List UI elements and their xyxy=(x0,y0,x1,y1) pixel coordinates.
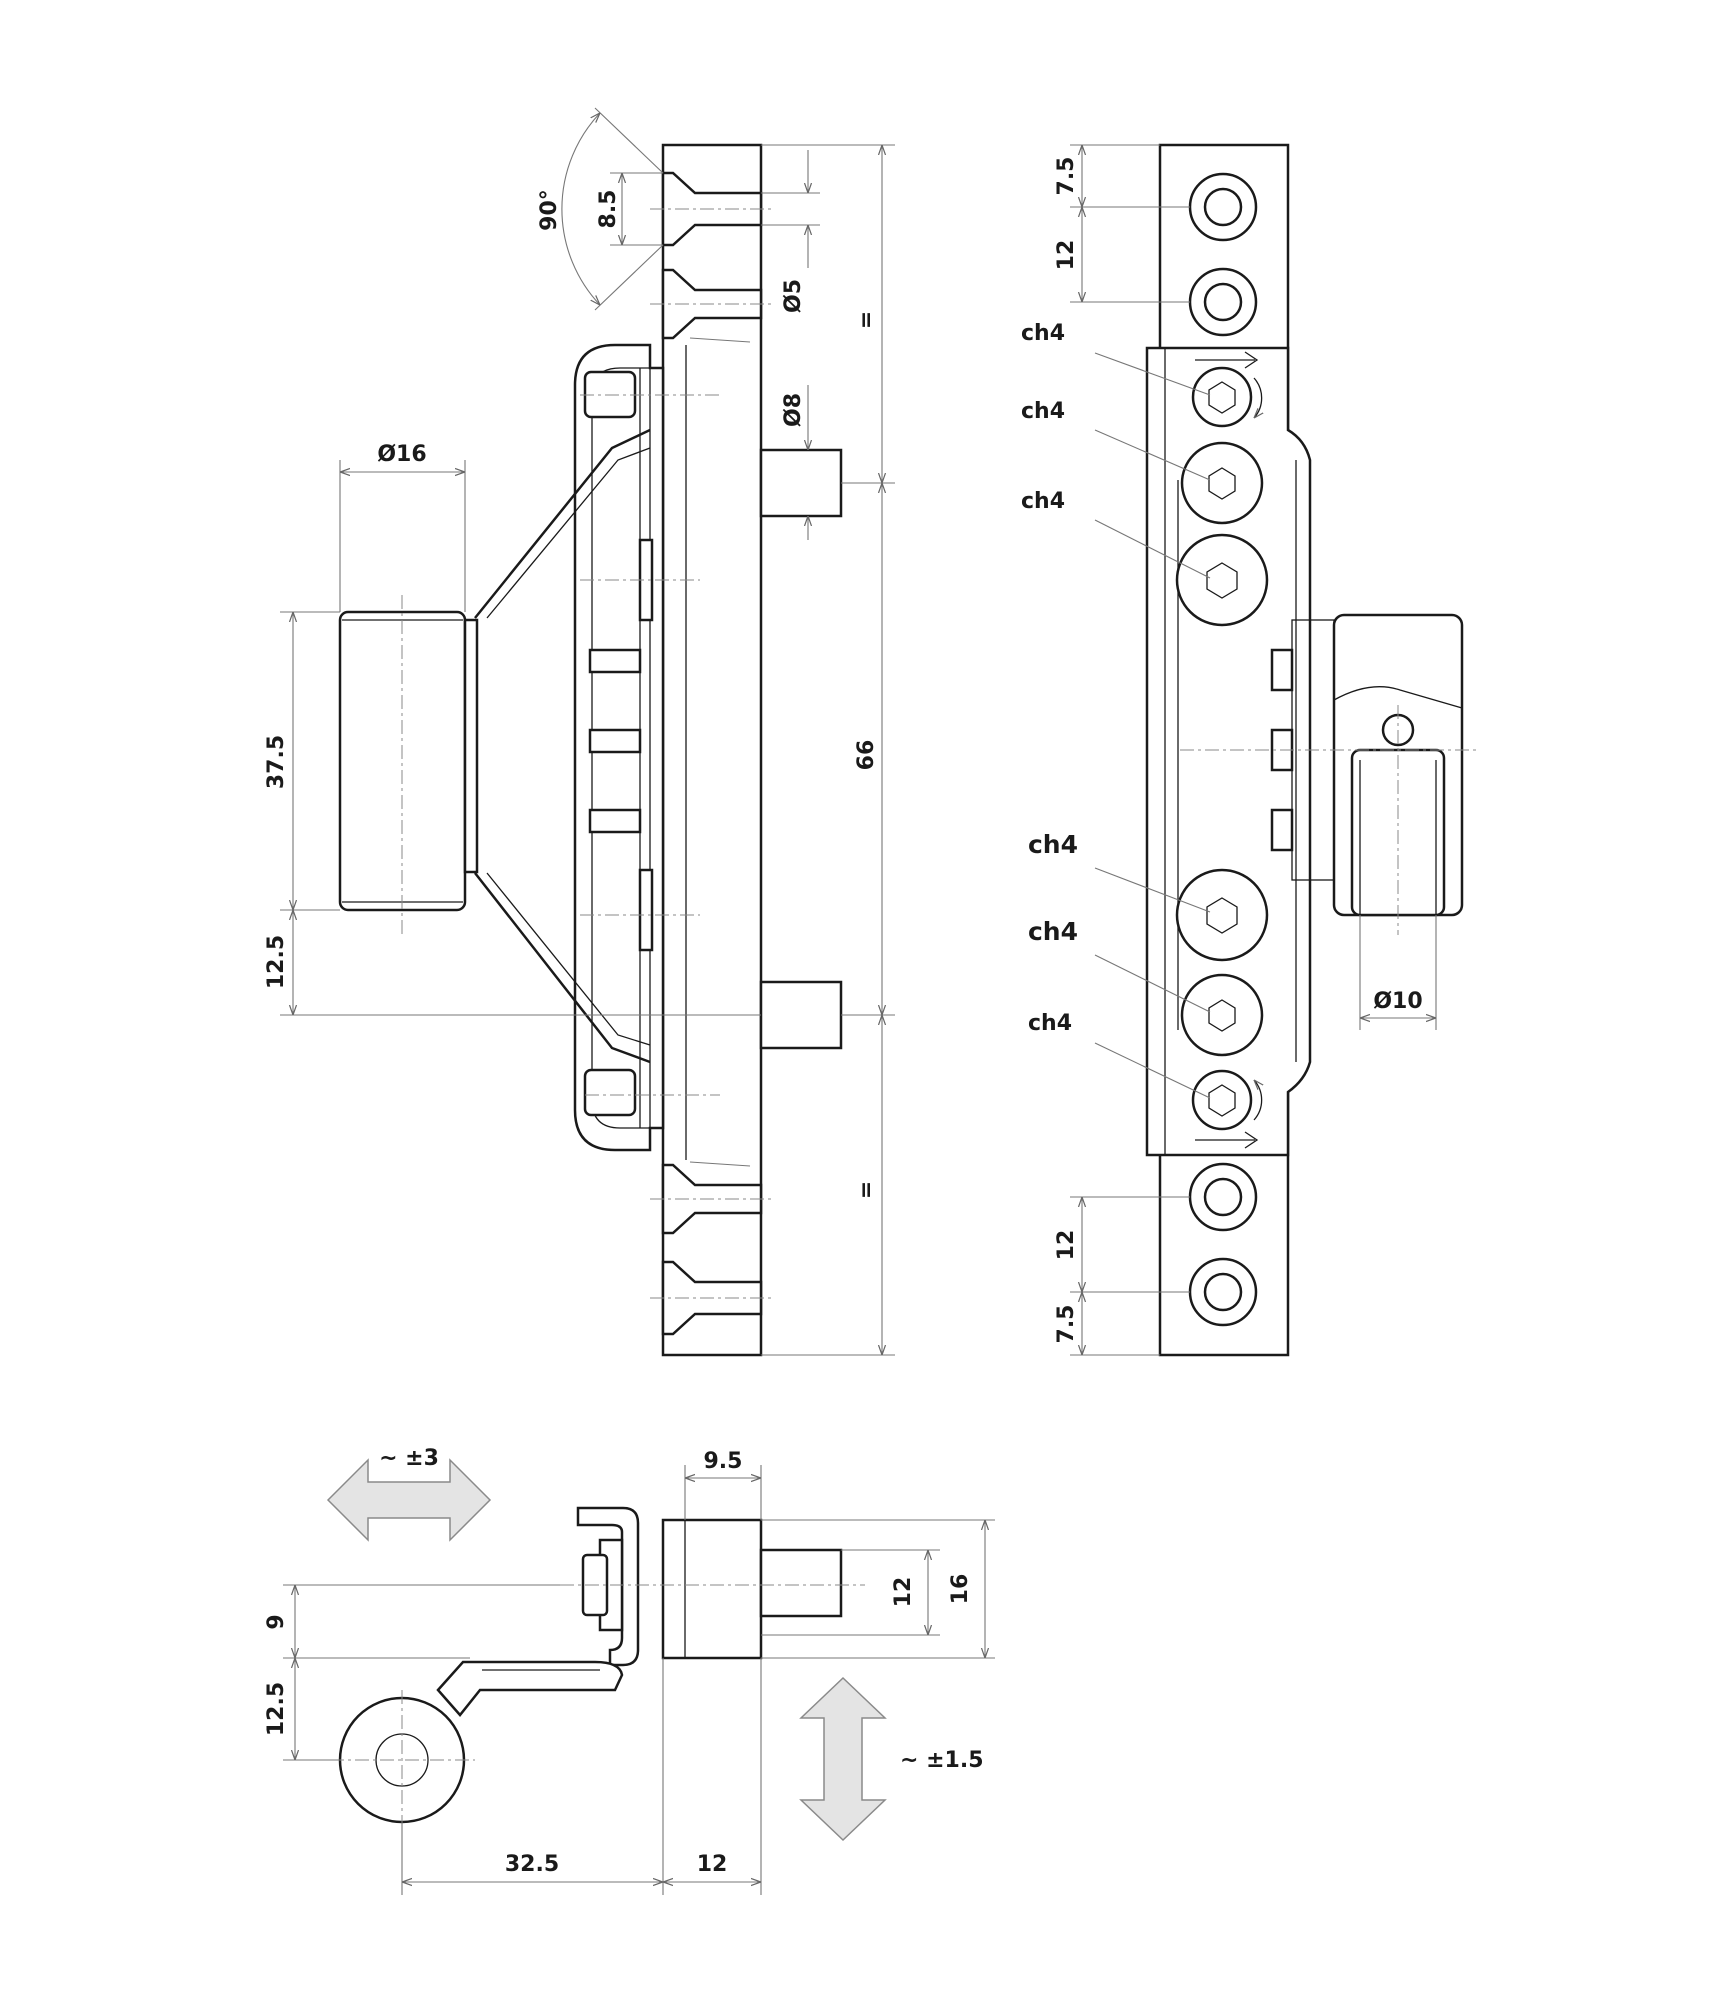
dim-arm-offset: 9 xyxy=(264,1614,289,1629)
ch4-label: ch4 xyxy=(1021,321,1065,346)
countersunk-hole xyxy=(650,171,775,247)
hex-screw xyxy=(1175,868,1269,962)
vertical-adjustment-label: ~ ±1.5 xyxy=(900,1748,984,1773)
dim-top-pitch: 12 xyxy=(1054,240,1079,271)
countersunk-hole xyxy=(650,268,775,340)
dim-base-depth: 12 xyxy=(697,1852,728,1877)
dim-cylinder-diameter: Ø16 xyxy=(377,442,426,467)
countersunk-hole xyxy=(650,1260,775,1336)
hex-screw xyxy=(1180,973,1264,1057)
dim-pin-diameter: Ø8 xyxy=(781,393,806,427)
dim-roller-distance: 32.5 xyxy=(505,1852,559,1877)
dim-inner-height: 12 xyxy=(891,1577,916,1608)
dim-hole-diameter: Ø5 xyxy=(781,279,806,313)
dim-countersink: 8.5 xyxy=(596,190,621,229)
top-bar xyxy=(661,1518,763,1660)
dim-flange-width: 9.5 xyxy=(704,1449,743,1474)
arm-upper xyxy=(474,428,651,619)
dim-angle: 90° xyxy=(537,189,562,231)
rotation-arrow-icon xyxy=(1254,1080,1262,1121)
hex-screw xyxy=(1175,533,1269,627)
ch4-label: ch4 xyxy=(1021,399,1065,424)
dim-bottom-pitch-edge: 7.5 xyxy=(1054,1305,1079,1344)
rotation-arrow-icon xyxy=(1254,377,1262,418)
dim-equal-bottom: = xyxy=(854,1181,879,1199)
lateral-adjustment-label: ~ ±3 xyxy=(379,1446,439,1471)
hex-screw xyxy=(1191,1069,1253,1131)
countersunk-hole xyxy=(650,1163,775,1235)
push-arrow-icon xyxy=(1195,1131,1259,1149)
pin-bottom xyxy=(759,980,843,1050)
dim-top-pitch-edge: 7.5 xyxy=(1054,157,1079,196)
dim-cylinder-offset: 12.5 xyxy=(264,935,289,989)
screw-hole xyxy=(1188,267,1258,337)
dim-roller-offset: 12.5 xyxy=(264,1682,289,1736)
ch4-label: ch4 xyxy=(1021,489,1065,514)
top-arm xyxy=(436,1660,624,1717)
arm-lower xyxy=(474,872,651,1064)
screw-hole xyxy=(1188,1257,1258,1327)
push-arrow-icon xyxy=(1195,351,1259,369)
dim-overall-height: 66 xyxy=(854,740,879,771)
dim-equal-top: = xyxy=(854,311,879,329)
dim-bottom-pitch: 12 xyxy=(1054,1230,1079,1261)
dim-outer-height: 16 xyxy=(948,1574,973,1605)
hex-screw xyxy=(1180,441,1264,525)
top-pin xyxy=(759,1548,843,1618)
hex-screw xyxy=(1191,366,1253,428)
pin-top xyxy=(759,448,843,518)
dim-roller-diameter: Ø10 xyxy=(1373,989,1422,1014)
lateral-adjustment-arrow-icon xyxy=(326,1458,492,1542)
ch4-label: ch4 xyxy=(1028,1011,1072,1036)
screw-hole xyxy=(1188,1162,1258,1232)
ch4-label: ch4 xyxy=(1028,917,1078,946)
top-view: ~ ±3 ~ ±1.5 9.5 12 16 xyxy=(264,1446,995,1895)
dim-cylinder-height: 37.5 xyxy=(264,735,289,789)
side-view: ch4 ch4 ch4 ch4 ch4 ch4 7.5 12 12 7.5 Ø1… xyxy=(1021,143,1480,1357)
ch4-label: ch4 xyxy=(1028,830,1078,859)
screw-hole xyxy=(1188,172,1258,242)
vertical-adjustment-arrow-icon xyxy=(799,1676,887,1842)
front-view: 90° 8.5 Ø5 Ø8 = 66 = Ø16 xyxy=(264,107,895,1357)
